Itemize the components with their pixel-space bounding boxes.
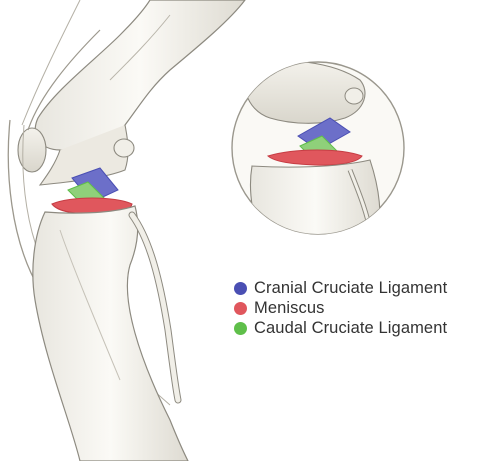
zoom-detail-circle [232, 60, 404, 240]
legend-item: Meniscus [234, 298, 447, 318]
sesamoid-bone [114, 139, 134, 157]
legend-item: Caudal Cruciate Ligament [234, 318, 447, 338]
legend-swatch [234, 322, 247, 335]
legend-label: Meniscus [254, 299, 325, 318]
legend-swatch [234, 282, 247, 295]
legend-label: Caudal Cruciate Ligament [254, 319, 447, 338]
patella [18, 128, 46, 172]
legend-swatch [234, 302, 247, 315]
legend-item: Cranial Cruciate Ligament [234, 278, 447, 298]
tibia-bone [33, 206, 188, 461]
legend-label: Cranial Cruciate Ligament [254, 279, 447, 298]
